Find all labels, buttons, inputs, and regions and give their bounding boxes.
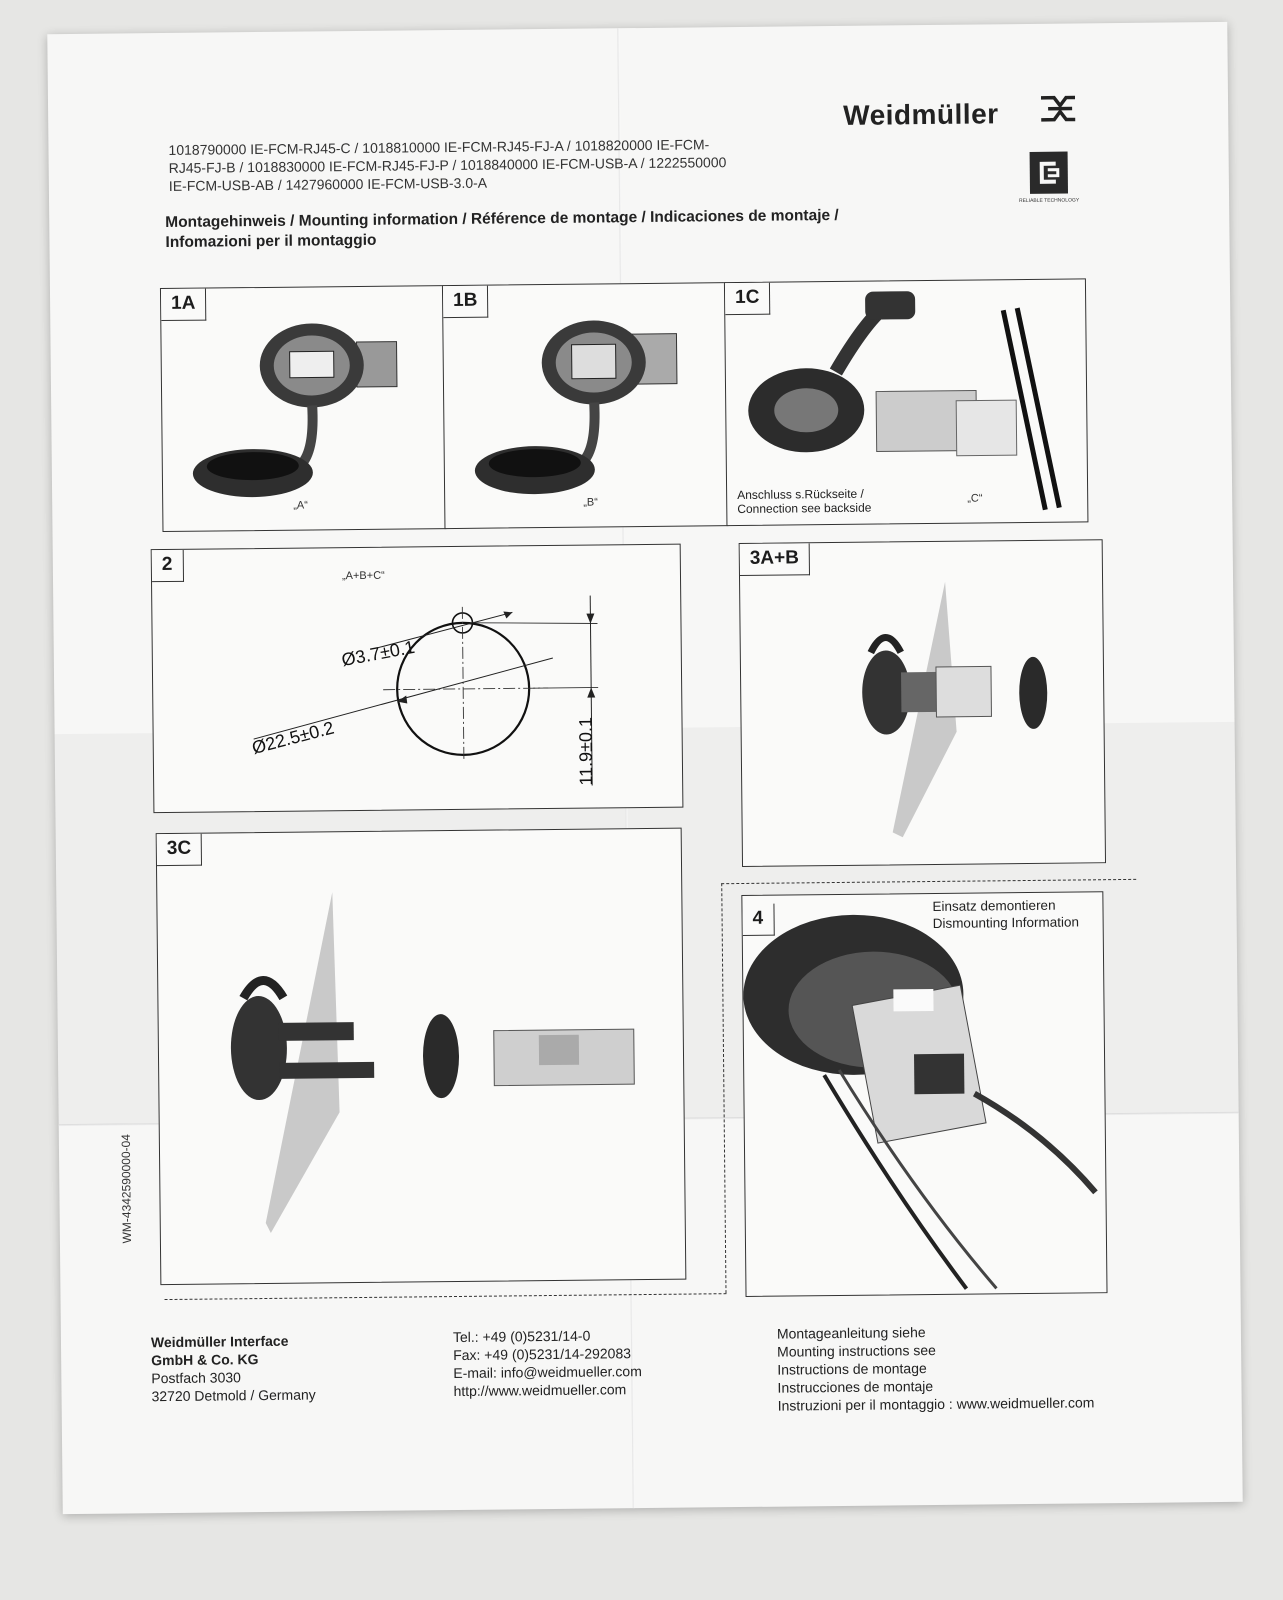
panel-label: 1B <box>442 285 489 319</box>
panel-label: 1C <box>724 282 771 316</box>
instruction-sheet: Weidmüller RELIABLE TECHNOLOGY 101879000… <box>47 21 1243 1515</box>
instructions-reference: Montageanleitung siehe Mounting instruct… <box>777 1321 1095 1414</box>
company-address: Weidmüller Interface GmbH & Co. KG Postf… <box>151 1331 316 1405</box>
mounting-heading: Montagehinweis / Mounting information / … <box>165 204 985 253</box>
steadytec-subtitle: RELIABLE TECHNOLOGY <box>1018 197 1080 205</box>
company-name-line: Weidmüller Interface <box>150 1332 289 1351</box>
mounting-3c-illustration-icon <box>230 892 635 1233</box>
rj45-socket-illustration-icon <box>474 320 678 495</box>
panel-4-dismount: 4 Einsatz demontieren Dismounting Inform… <box>741 891 1108 1297</box>
contact-info: Tel.: +49 (0)5231/14-0 Fax: +49 (0)5231/… <box>453 1326 642 1400</box>
steadytec-badge: RELIABLE TECHNOLOGY <box>1009 151 1090 204</box>
document-number: WM-4342590000-04 <box>118 1133 134 1244</box>
panel-label: 3C <box>156 833 203 867</box>
panel-1b: 1B „B“ <box>441 282 729 530</box>
address-line: 32720 Detmold / Germany <box>151 1386 316 1405</box>
note-line: Anschluss s.Rückseite / <box>737 486 864 503</box>
dismount-photo-icon <box>743 914 1098 1290</box>
panel-label: 2 <box>151 549 184 583</box>
connection-note: Anschluss s.Rückseite / Connection see b… <box>737 487 871 516</box>
variant-caption: „C“ <box>967 492 983 505</box>
variant-caption: „A“ <box>293 499 308 512</box>
product-list: 1018790000 IE-FCM-RJ45-C / 1018810000 IE… <box>168 134 829 195</box>
usb-socket-illustration-icon <box>192 323 398 498</box>
offset-dimension-label: 11.9±0.1 <box>575 717 596 786</box>
fax-line: Fax: +49 (0)5231/14-292083 <box>453 1345 632 1364</box>
weidmueller-logo-icon <box>1040 95 1076 122</box>
phone-line: Tel.: +49 (0)5231/14-0 <box>452 1327 591 1346</box>
bore-diameter-label: Ø22.5±0.2 <box>250 717 336 758</box>
hole-diameter-label: Ø3.7±0.1 <box>340 637 416 670</box>
brand-logo-text: Weidmüller <box>843 98 999 131</box>
note-line: Connection see backside <box>737 500 872 517</box>
panel-label: 4 <box>742 903 775 936</box>
rj45-module-kit-illustration-icon <box>748 291 1062 511</box>
instruction-line: Instruzioni per il montaggio : www.weidm… <box>777 1394 1095 1414</box>
dismount-dashed-frame-bottom <box>164 1293 727 1301</box>
address-line: Postfach 3030 <box>151 1369 241 1387</box>
steadytec-logo-icon <box>1029 151 1069 194</box>
variant-caption: „B“ <box>583 496 598 509</box>
panel-2-drilling: 2 „A+B+C“ Ø3.7±0.1 Ø22.5±0.2 11.9±0.1 <box>150 543 684 814</box>
website-link[interactable]: http://www.weidmueller.com <box>453 1381 627 1400</box>
email-link[interactable]: E-mail: info@weidmueller.com <box>453 1363 642 1382</box>
panel-1c: 1C Anschluss s.Rückseite / Connection se… <box>723 278 1089 527</box>
cutout-drawing: Ø3.7±0.1 Ø22.5±0.2 11.9±0.1 <box>250 595 599 786</box>
panel-3ab: 3A+B <box>738 539 1107 867</box>
panel-1a: 1A „A“ <box>159 285 447 533</box>
company-name-line: GmbH & Co. KG <box>151 1351 259 1369</box>
panel-label: 1A <box>160 288 207 322</box>
panel-3c: 3C <box>155 827 687 1286</box>
panel-label: 3A+B <box>739 543 811 576</box>
mounting-3ab-illustration-icon <box>862 581 1048 838</box>
